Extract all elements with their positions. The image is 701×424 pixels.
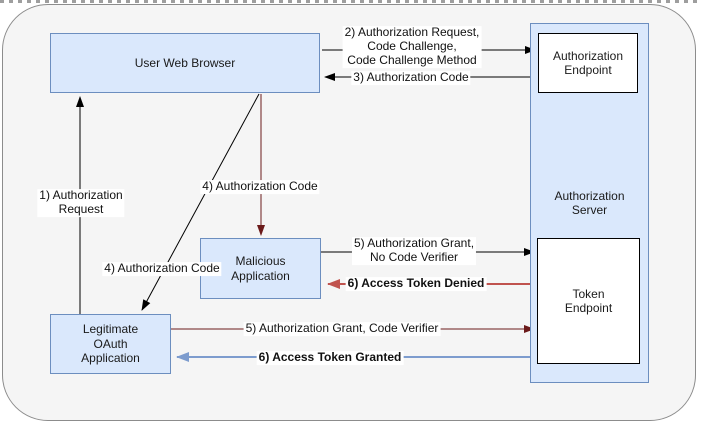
edge-label-step6-granted: 6) Access Token Granted	[256, 350, 404, 365]
edge-label-step3: 3) Authorization Code	[351, 70, 471, 85]
edge-label-step2: 2) Authorization Request, Code Challenge…	[342, 25, 482, 68]
node-malicious-application-label: Malicious Application	[231, 254, 290, 283]
node-authorization-endpoint-label: Authorization Endpoint	[552, 48, 624, 77]
node-token-endpoint: Token Endpoint	[537, 238, 640, 364]
edge-label-step5-legit: 5) Authorization Grant, Code Verifier	[243, 321, 441, 336]
edge-label-step4-malicious: 4) Authorization Code	[200, 179, 320, 194]
node-token-endpoint-label: Token Endpoint	[564, 286, 613, 315]
edge-label-step4-legit: 4) Authorization Code	[102, 261, 222, 276]
node-legitimate-oauth-application: Legitimate OAuth Application	[50, 314, 171, 374]
node-authorization-endpoint: Authorization Endpoint	[538, 33, 638, 93]
edge-label-step6-denied: 6) Access Token Denied	[345, 276, 487, 291]
edge-label-step5-malicious: 5) Authorization Grant, No Code Verifier	[351, 236, 477, 265]
node-authorization-server-label: Authorization Server	[554, 188, 625, 217]
node-user-web-browser: User Web Browser	[50, 33, 320, 93]
node-legitimate-oauth-application-label: Legitimate OAuth Application	[81, 322, 140, 366]
page-break-dashed-line	[0, 0, 701, 3]
node-user-web-browser-label: User Web Browser	[134, 55, 236, 70]
edge-label-step1: 1) Authorization Request	[37, 188, 125, 217]
